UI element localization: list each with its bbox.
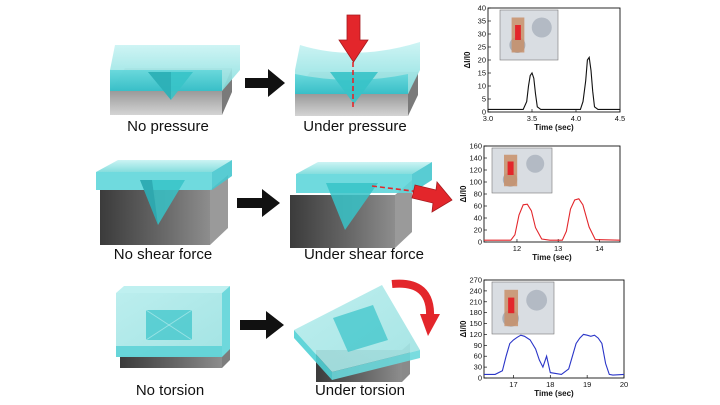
- x-tick-label: 3.5: [527, 114, 537, 123]
- y-tick-label: 90: [474, 341, 482, 350]
- series-line: [484, 333, 625, 376]
- x-tick-label: 20: [620, 380, 628, 389]
- y-tick-label: 5: [482, 95, 486, 104]
- caption-no-shear-force: No shear force: [113, 246, 213, 263]
- y-tick-label: 30: [474, 363, 482, 372]
- y-tick-label: 80: [474, 190, 482, 199]
- y-tick-label: 60: [474, 202, 482, 211]
- x-tick-label: 14: [595, 244, 603, 253]
- pressure-before-illustration: [110, 45, 240, 115]
- caption-under-shear-force: Under shear force: [303, 246, 425, 263]
- y-axis-label: ΔI/I0: [463, 51, 472, 68]
- y-tick-label: 180: [469, 308, 482, 317]
- caption-under-torsion: Under torsion: [314, 382, 406, 399]
- y-tick-label: 0: [478, 374, 482, 383]
- y-tick-label: 10: [478, 82, 486, 91]
- x-axis-label: Time (sec): [532, 253, 572, 262]
- y-tick-label: 140: [469, 154, 482, 163]
- y-tick-label: 40: [474, 214, 482, 223]
- y-tick-label: 15: [478, 69, 486, 78]
- y-tick-label: 0: [482, 108, 486, 117]
- y-tick-label: 210: [469, 297, 482, 306]
- y-tick-label: 100: [469, 178, 482, 187]
- x-tick-label: 13: [554, 244, 562, 253]
- x-tick-label: 3.0: [483, 114, 493, 123]
- shear-after-illustration: [290, 162, 432, 248]
- x-tick-label: 12: [513, 244, 521, 253]
- caption-under-pressure: Under pressure: [303, 118, 407, 135]
- y-tick-label: 20: [474, 226, 482, 235]
- y-tick-label: 160: [469, 142, 482, 151]
- shear-before-illustration: [96, 160, 232, 245]
- black-arrow-icon: [240, 311, 284, 339]
- torsion-before-illustration: [116, 286, 230, 368]
- series-line: [484, 198, 621, 241]
- y-tick-label: 40: [478, 4, 486, 13]
- x-tick-label: 4.5: [615, 114, 625, 123]
- red-arrow-down-icon: [338, 14, 369, 63]
- y-tick-label: 240: [469, 286, 482, 295]
- black-arrow-icon: [245, 69, 285, 97]
- inset-photo: [491, 147, 553, 194]
- x-tick-label: 4.0: [571, 114, 581, 123]
- x-axis-label: Time (sec): [534, 389, 574, 398]
- y-axis-label: ΔI/I0: [459, 320, 468, 337]
- x-tick-label: 19: [583, 380, 591, 389]
- pressure-after-illustration: [295, 42, 420, 116]
- inset-photo: [499, 9, 559, 61]
- y-tick-label: 0: [478, 238, 482, 247]
- torsion-after-illustration: [294, 285, 420, 382]
- series-line: [488, 55, 620, 110]
- red-curved-arrow-icon: [391, 279, 440, 336]
- caption-no-torsion: No torsion: [135, 382, 205, 399]
- x-tick-label: 17: [509, 380, 517, 389]
- y-tick-label: 30: [478, 30, 486, 39]
- black-arrow-icon: [237, 189, 280, 217]
- y-tick-label: 25: [478, 43, 486, 52]
- x-tick-label: 18: [546, 380, 554, 389]
- y-tick-label: 120: [469, 330, 482, 339]
- x-axis-label: Time (sec): [534, 123, 574, 132]
- y-tick-label: 60: [474, 352, 482, 361]
- y-tick-label: 35: [478, 17, 486, 26]
- inset-photo: [491, 281, 555, 335]
- y-tick-label: 120: [469, 166, 482, 175]
- y-tick-label: 150: [469, 319, 482, 328]
- y-tick-label: 20: [478, 56, 486, 65]
- y-axis-label: ΔI/I0: [459, 185, 468, 202]
- y-tick-label: 270: [469, 276, 482, 285]
- caption-no-pressure: No pressure: [127, 118, 209, 135]
- red-arrow-right-icon: [411, 181, 453, 213]
